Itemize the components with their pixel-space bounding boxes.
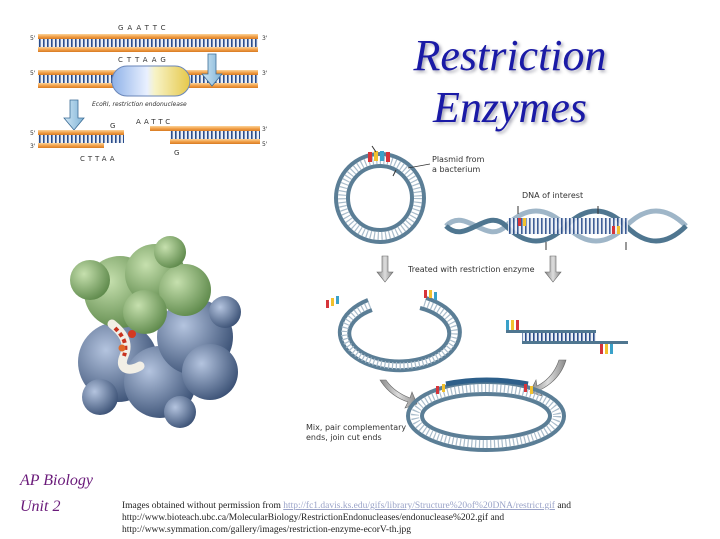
strand — [38, 47, 258, 52]
end-label: 5' — [262, 141, 268, 148]
ecori-cut-diagram: GAATTC 5' 3' CTTAAG 5' 3' EcoRI, restric… — [22, 14, 282, 166]
dna-fragment — [506, 320, 628, 354]
end-label: 3' — [262, 126, 268, 133]
strand — [38, 34, 258, 39]
credits-mid: and — [555, 501, 571, 511]
rungs — [38, 39, 258, 47]
seq-bottom: CTTAAG — [118, 56, 170, 64]
seq-top: GAATTC — [118, 24, 170, 32]
credits-link-1[interactable]: http://fc1.davis.ks.edu/gifs/library/Str… — [283, 501, 555, 511]
end-label: 5' — [30, 130, 36, 137]
seq-sticky-end: G — [174, 149, 179, 157]
slide-title: Restriction Enzymes — [360, 30, 660, 134]
enzyme-shape — [112, 66, 190, 96]
treatment-label: Treated with restriction enzyme — [407, 265, 535, 274]
mix-label: ends, join cut ends — [306, 433, 382, 442]
end-label: 3' — [30, 143, 36, 150]
title-line-2: Enzymes — [360, 82, 660, 134]
strand — [150, 126, 260, 131]
rungs — [170, 131, 260, 139]
image-credits: Images obtained without permission from … — [122, 500, 712, 536]
end-label: 3' — [262, 70, 268, 77]
recombinant-plasmid — [408, 380, 564, 450]
credits-prefix: Images obtained without permission from — [122, 501, 283, 511]
course-label: AP Biology Unit 2 — [20, 470, 93, 518]
strand — [38, 130, 124, 135]
enzyme-label: EcoRI, restriction endonuclease — [92, 101, 187, 108]
enzyme-protein-structure-image — [60, 232, 250, 432]
plasmid-label: a bacterium — [432, 165, 480, 174]
dna-of-interest-label: DNA of interest — [522, 191, 583, 200]
title-line-1: Restriction — [360, 30, 660, 82]
down-arrow-icon — [377, 256, 393, 282]
plasmid-label: Plasmid from — [432, 155, 485, 164]
down-arrow-icon — [64, 100, 84, 130]
end-label: 3' — [262, 35, 268, 42]
bacterial-plasmid — [336, 151, 424, 242]
seq-sticky-end: G — [110, 122, 115, 130]
course-line-2: Unit 2 — [20, 496, 93, 518]
seq-sticky-end: AATTC — [136, 118, 173, 126]
mix-label: Mix, pair complementary — [306, 423, 406, 432]
rungs — [38, 135, 124, 143]
end-label: 5' — [30, 35, 36, 42]
down-arrow-icon — [545, 256, 561, 282]
seq-sticky-end: CTTAA — [80, 155, 118, 163]
course-line-1: AP Biology — [20, 470, 93, 492]
credits-line-3[interactable]: http://www.symmation.com/gallery/images/… — [122, 524, 712, 536]
strand — [170, 139, 260, 144]
strand — [38, 143, 104, 148]
dna-of-interest-helix — [446, 211, 686, 241]
end-label: 5' — [30, 70, 36, 77]
credits-line-2[interactable]: http://www.bioteach.ubc.ca/MolecularBiol… — [122, 512, 712, 524]
cut-plasmid — [326, 290, 460, 370]
recombinant-plasmid-diagram: Plasmid from a bacterium DNA of interest… — [296, 140, 712, 460]
